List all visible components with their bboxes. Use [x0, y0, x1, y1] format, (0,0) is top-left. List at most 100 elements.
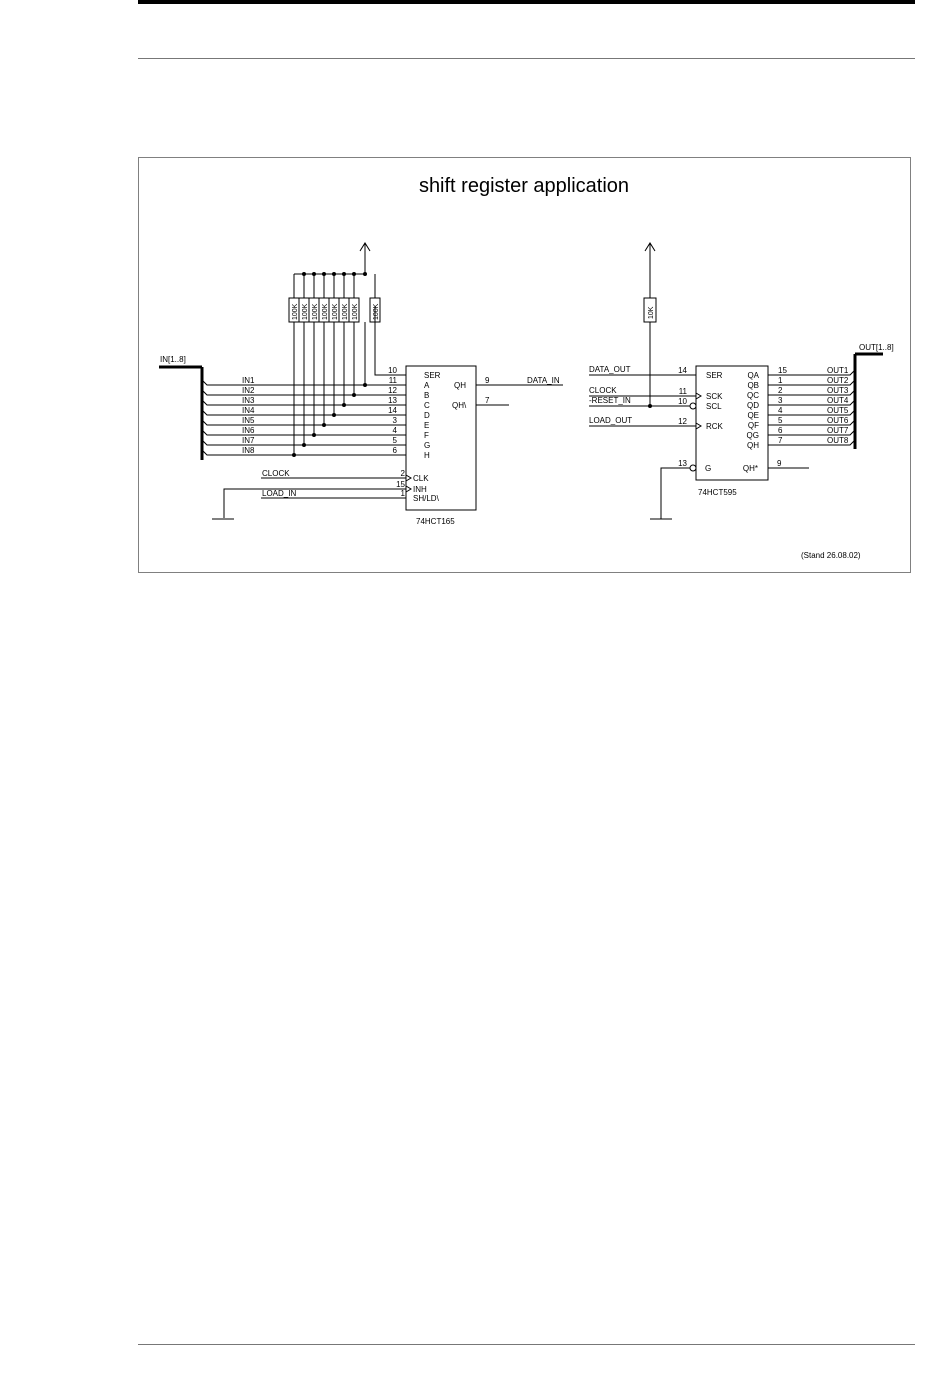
output-bus [853, 352, 883, 449]
pin-number: 5 [393, 436, 398, 445]
output-label: OUT6 [827, 416, 849, 425]
chip-74hct165-label: 74HCT165 [416, 517, 455, 526]
pin-name: SCK [706, 392, 723, 401]
inversion-bubble [689, 402, 697, 410]
resistor-100k-label: 100K [342, 303, 349, 320]
pin-qh-num: 9 [485, 376, 490, 385]
pin-number: 13 [678, 459, 687, 468]
output-label: OUT2 [827, 376, 849, 385]
resistor-100k-label: 100K [352, 303, 359, 320]
resistor-100k-label: 100K [302, 303, 309, 320]
signal-label: CLOCK [589, 386, 617, 395]
pin-number: 10 [678, 397, 687, 406]
pin-name: SER [706, 371, 723, 380]
input-line [201, 419, 406, 426]
pullup-resistor-right: 10K [643, 297, 657, 408]
pin-number: 13 [388, 396, 397, 405]
clock-edge-marker [695, 422, 702, 430]
input-label: IN8 [242, 446, 255, 455]
pin-name: G [705, 464, 711, 473]
output-bus-label: OUT[1..8] [859, 343, 894, 352]
output-label: OUT5 [827, 406, 849, 415]
input-label: IN4 [242, 406, 255, 415]
pin-name: QH* [743, 464, 758, 473]
ground-right [650, 467, 690, 520]
clock-edge-marker [405, 474, 412, 482]
output-line [768, 379, 856, 386]
resistor-100k-label: 100K [332, 303, 339, 320]
pin-number: 14 [678, 366, 687, 375]
junction-dot [363, 383, 367, 387]
pin-name: A [424, 381, 430, 390]
pin-number: 9 [777, 459, 782, 468]
pin-name: G [424, 441, 430, 450]
stand-date: (Stand 26.08.02) [801, 551, 861, 560]
signal-label: LOAD_OUT [589, 416, 632, 425]
pin-number: 7 [778, 436, 783, 445]
pin-name: QH [747, 441, 759, 450]
inversion-bubble [689, 464, 697, 472]
header-rule-thin [138, 58, 915, 59]
vcc-arrow-right [644, 242, 656, 298]
pin-number: 3 [778, 396, 783, 405]
pin-number: 4 [393, 426, 398, 435]
pin-name: B [424, 391, 429, 400]
pin-number: 1 [401, 489, 406, 498]
output-line [768, 369, 856, 376]
resistor-100k-label: 100K [373, 303, 380, 320]
output-line [768, 409, 856, 416]
output-label: OUT4 [827, 396, 849, 405]
pin-number: 1 [778, 376, 783, 385]
signal-label: -RESET_IN [589, 396, 631, 405]
pin-number: 6 [393, 446, 398, 455]
input-bus-label: IN[1..8] [160, 355, 186, 364]
pin-name: QE [747, 411, 759, 420]
input-line [201, 449, 406, 456]
ser-line [374, 306, 406, 376]
pin-number: 11 [389, 376, 398, 385]
input-bus [159, 365, 204, 460]
pin-name: QG [747, 431, 759, 440]
output-line [768, 439, 856, 446]
resistor-100k-label: 100K [292, 303, 299, 320]
pin-number: 14 [388, 406, 397, 415]
signal-data-in: DATA_IN [527, 376, 560, 385]
pin-name: F [424, 431, 429, 440]
chip-74hct595-pins: 14SERDATA_OUT11SCKCLOCK10SCL-RESET_IN12R… [589, 365, 856, 473]
output-line [768, 429, 856, 436]
input-line [201, 439, 406, 446]
signal-clock-left: CLOCK [262, 469, 290, 478]
pin-number: 5 [778, 416, 783, 425]
resistor-10k-label: 10K [648, 306, 655, 319]
clock-edge-marker [405, 485, 412, 493]
control-lines-left [212, 477, 406, 520]
pin-name: D [424, 411, 430, 420]
pin-name: INH [413, 485, 427, 494]
clock-edge-marker [695, 392, 702, 400]
signal-label: DATA_OUT [589, 365, 631, 374]
pin-number: 2 [401, 469, 406, 478]
pin-name: QC [747, 391, 759, 400]
pin-name: E [424, 421, 429, 430]
pin-number: 6 [778, 426, 783, 435]
pin-number: 2 [778, 386, 783, 395]
resistor-100k-label: 100K [322, 303, 329, 320]
output-label: OUT8 [827, 436, 849, 445]
input-line [201, 429, 406, 436]
input-line [201, 399, 406, 406]
pin-name: QA [747, 371, 759, 380]
pin-qhn-num: 7 [485, 396, 490, 405]
junction-dot [322, 423, 326, 427]
pin-number: 15 [778, 366, 787, 375]
input-label: IN5 [242, 416, 255, 425]
junction-dot [332, 413, 336, 417]
junction-dot [352, 393, 356, 397]
junction-dot [302, 443, 306, 447]
pin-name: SCL [706, 402, 722, 411]
junction-dot [312, 433, 316, 437]
header-rule-thick [138, 0, 915, 4]
pin-name: RCK [706, 422, 724, 431]
